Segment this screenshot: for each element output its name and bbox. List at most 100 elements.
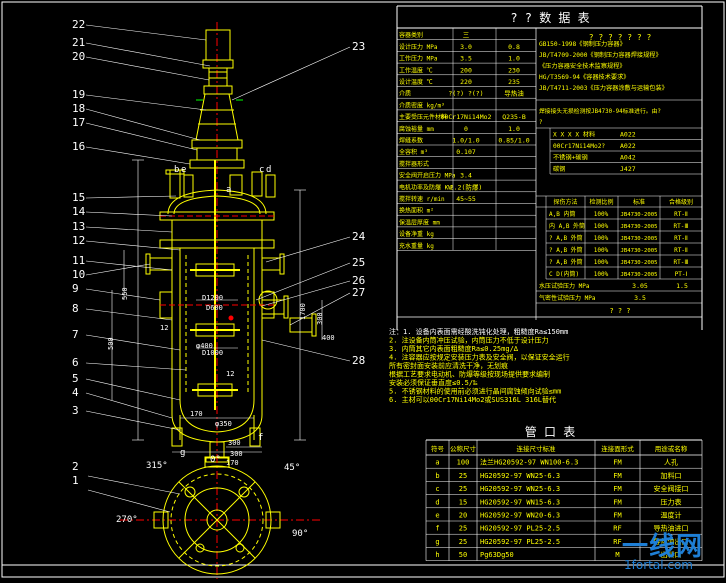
reducer (208, 67, 228, 87)
vessel-elevation (145, 22, 317, 463)
ndt-row-label: C D(内筒) (549, 270, 579, 278)
part-number-10: 10 (72, 268, 85, 281)
tech-row-label: 设计温度 ℃ (399, 78, 433, 86)
ndt-row-ratio: 100% (594, 247, 609, 254)
ndt-row-label: ? A,B 外筒 (549, 258, 583, 266)
note-line-4: 所有密封面安装前应清洗干净，无划痕 (389, 361, 508, 370)
note-line-5: 根据工艺要求电动机、防爆等级按现场提供要求编制 (389, 370, 550, 379)
dimension-lines (111, 159, 323, 453)
weld-row-label: 不锈钢+碳钢 (553, 154, 588, 162)
dim-11: 12 (226, 370, 234, 378)
dim-1: 500 (107, 337, 115, 350)
inspection-note-1: 焊接接头无损检测按JB4730-94标准进行。由? (539, 107, 661, 115)
nozzle-cell-1: 25 (459, 472, 467, 480)
standard-line-2: 《压力容器安全技术监察规程》 (539, 62, 626, 70)
dim-2: D1200 (202, 294, 223, 302)
part-number-20: 20 (72, 50, 85, 63)
ndt-row-label: ? A,B 外筒 (549, 246, 583, 254)
part-number-6: 6 (72, 356, 79, 369)
part-number-4: 4 (72, 386, 79, 399)
tech-row-value1: 0.107 (456, 148, 476, 156)
tech-row-value1: 3.4 (460, 172, 472, 180)
dim-3: D600 (206, 304, 223, 312)
nozzle-letter-e: e (181, 165, 186, 175)
nozzle-cell-2: 法兰HG20592-97 WN100-6.3 (480, 458, 578, 467)
nozzle-cell-0: g (435, 538, 439, 546)
tech-row-label: 工作温度 ℃ (399, 66, 433, 74)
part-number-2: 2 (72, 460, 79, 473)
weld-row-value: A022 (620, 142, 636, 150)
nozzle-cell-0: c (435, 485, 439, 493)
dim-9: 300 (228, 439, 241, 447)
plan-lug-90 (265, 511, 281, 529)
inspection-note-2: ? (539, 120, 543, 126)
pressure-footer: ? ? ? (609, 307, 630, 315)
tech-row-label: 工作压力 MPa (399, 55, 438, 63)
plan-shaft (206, 509, 228, 531)
ndt-row-standard: JB4730-2005 (620, 260, 657, 266)
note-line-6: 安装必须保证垂直度≤0.5/‰ (389, 378, 478, 387)
weld-row-value: A042 (620, 154, 636, 162)
nozzle-cell-2: HG20592-97 WN25-6.3 (480, 472, 560, 480)
dimension-texts: 550500D1200D600D1000121701700φ3503003001… (107, 287, 335, 467)
drive-frame (195, 93, 239, 141)
tech-row-label: 焊缝系数 (399, 137, 423, 145)
nozzle-cell-2: HG20592-97 WN20-6.3 (480, 512, 560, 520)
note-line-7: 5. 不锈钢材料的使用前必须进行晶间腐蚀倾向试验≤mm (389, 387, 561, 396)
nozzle-cell-2: HG20592-97 PL25-2.5 (480, 538, 560, 546)
tech-row-label: 搅拌转速 r/min (399, 195, 445, 203)
nozzle-cell-4: 加料口 (661, 471, 682, 480)
nozzle-cell-0: d (435, 498, 439, 506)
leaders-left (85, 24, 211, 431)
ndt-header-3: 合格级别 (669, 198, 693, 206)
part-number-21: 21 (72, 36, 85, 49)
nozzle-letter-d: d (266, 165, 271, 175)
nozzle-cell-0: e (435, 512, 439, 520)
motor-body (205, 29, 231, 61)
tech-row-value1: 3.0 (460, 43, 472, 51)
nozzle-letter-b: b (174, 165, 179, 175)
dim-4: D1000 (202, 349, 223, 357)
dim-7: 1700 (299, 303, 307, 320)
tech-row-value1: 220 (460, 78, 472, 86)
tech-row-label: 腐蚀裕量 mm (399, 125, 434, 133)
plan-angle-2: 45° (284, 463, 300, 473)
nozzle-cell-3: M (615, 551, 619, 559)
impeller-blades (190, 269, 240, 391)
pressure-row-value2: 1.5 (676, 282, 688, 290)
nozzle-d (265, 174, 276, 198)
ndt-row-standard: JB4730-2005 (620, 212, 657, 218)
part-number-17: 17 (72, 116, 85, 129)
plan-lug-270 (153, 511, 169, 529)
tech-row-value1: 2.2(防爆) (450, 182, 483, 191)
nozzle-table-title: 管 口 表 (525, 424, 575, 439)
tech-table-right-title: ? ? ? ? ? ? ? (589, 33, 652, 42)
tech-row-value2: 导热油 (504, 89, 524, 98)
ndt-header-1: 检测比例 (589, 198, 613, 206)
ndt-row-grade: RT-Ⅱ (674, 211, 688, 218)
nozzle-cell-2: HG20592-97 PL25-2.5 (480, 525, 560, 533)
plan-leaders (87, 475, 181, 513)
part-number-5: 5 (72, 372, 79, 385)
nozzle-cell-0: a (435, 459, 439, 467)
dim-15: 400 (322, 334, 335, 342)
nozzle-cell-1: 15 (459, 498, 467, 506)
plan-angle-1: 315° (146, 461, 168, 471)
standard-line-3: HG/T3569-94《容器技术要求》 (539, 73, 629, 81)
nozzle-cell-2: HG20592-97 WN15-6.3 (480, 498, 560, 506)
nozzle-header-3: 连接面形式 (601, 444, 634, 453)
part-number-3: 3 (72, 404, 79, 417)
tech-row-value1: 45~55 (456, 195, 476, 203)
jacket-flange (159, 239, 275, 249)
nozzle-cell-3: FM (613, 472, 621, 480)
note-line-1: 2. 注设备内筒冲压试验，内筒压力不低于设计压力 (389, 336, 549, 345)
nozzle-cell-4: 出料口 (661, 550, 682, 559)
dim-0: 550 (121, 287, 129, 300)
nozzle-header-4: 用途或名称 (655, 444, 688, 453)
note-line-0: 注：1. 设备内表面需经酸洗钝化处理，粗糙度Ra≤150mm (389, 327, 568, 336)
nozzle-cell-1: 25 (459, 485, 467, 493)
nozzle-header-2: 连接尺寸标准 (517, 444, 557, 453)
